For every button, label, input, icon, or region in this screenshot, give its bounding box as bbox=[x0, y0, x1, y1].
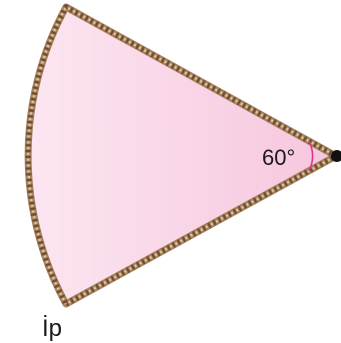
rope-label: İp bbox=[42, 315, 62, 342]
angle-arc bbox=[308, 140, 314, 172]
angle-label: 60° bbox=[262, 145, 295, 170]
center-point bbox=[331, 150, 341, 162]
rope-border bbox=[24, 3, 340, 308]
sector-fill bbox=[28, 7, 336, 304]
